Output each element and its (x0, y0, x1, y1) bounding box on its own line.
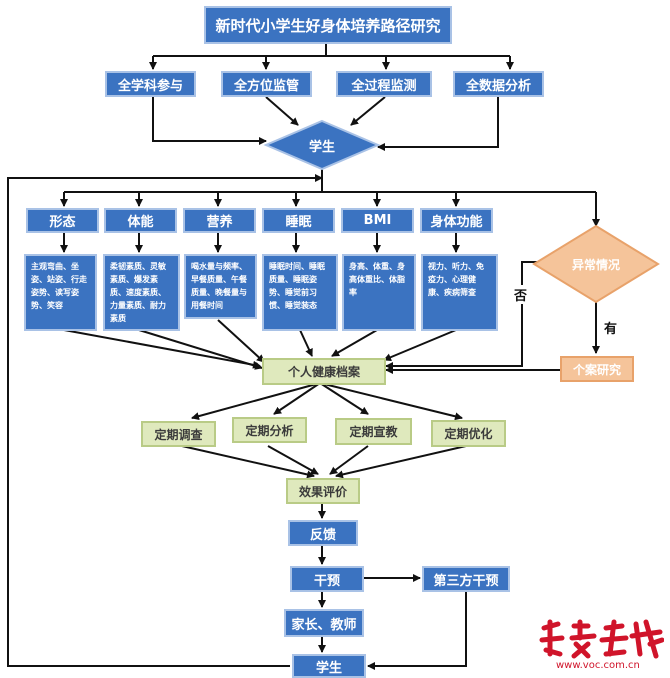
arrow-optimize-eval (335, 445, 467, 479)
arrow-detail3-archive (217, 319, 265, 363)
detail-function: 视力、听力、免疫力、心理健康、疾病筛查 (421, 254, 498, 331)
watermark-logo-graphic (539, 619, 665, 659)
detail-bmi: 身高、体重、身高体重比、体脂率 (342, 254, 416, 331)
periodic-analysis-label: 定期分析 (245, 423, 294, 438)
arrow-row1a-student (152, 97, 267, 145)
category-nutrition-label: 营养 (206, 215, 233, 230)
abnormal-diamond (532, 224, 660, 304)
arrow-archive-education (319, 382, 369, 415)
detail-nutrition: 喝水量与频率、早餐质量、午餐质量、晚餐量与用餐时间 (184, 254, 257, 319)
all-subject-box: 全学科参与 (105, 71, 196, 97)
arrow-archive-survey (191, 382, 321, 421)
parents-teachers-label: 家长、教师 (291, 617, 357, 633)
arrow-detail2-archive (138, 329, 263, 370)
all-data-box: 全数据分析 (453, 71, 544, 97)
parents-teachers-box: 家长、教师 (284, 609, 364, 637)
watermark-logo-image (536, 618, 665, 660)
archive-label: 个人健康档案 (287, 365, 360, 379)
periodic-education-label: 定期宣教 (349, 425, 398, 439)
category-sleep-label: 睡眠 (285, 215, 312, 230)
third-party-box: 第三方干预 (422, 566, 510, 592)
detail-morphology: 主观弯曲、坐姿、站姿、行走姿势、读写姿势、笑容 (24, 254, 97, 331)
title-box: 新时代小学生好身体培养路径研究 (204, 6, 452, 44)
feedback-box: 反馈 (288, 520, 358, 546)
all-subject-label: 全学科参与 (117, 78, 183, 94)
student-diamond (263, 119, 381, 171)
detail-sleep: 睡眠时间、睡眠质量、睡眠姿势、睡觉前习惯、睡觉装态 (262, 254, 338, 331)
arrow-loop-back (7, 174, 323, 667)
detail-morphology-text: 主观弯曲、坐姿、站姿、行走姿势、读写姿势、笑容 (31, 262, 87, 310)
arrow-archive-analysis (273, 382, 321, 415)
all-supervision-label: 全方位监管 (233, 78, 299, 94)
third-party-label: 第三方干预 (433, 573, 499, 589)
abnormal-diamond-label-box: 异常情况 (556, 253, 636, 275)
periodic-education: 定期宣教 (335, 418, 412, 445)
all-supervision-box: 全方位监管 (221, 71, 312, 97)
label-yes: 有 (604, 322, 618, 337)
all-data-label: 全数据分析 (465, 78, 531, 94)
category-function: 身体功能 (420, 208, 493, 233)
detail-fitness: 柔韧素质、灵敏素质、爆发素质、速度素质、力量素质、耐力素质 (103, 254, 180, 331)
all-process-label: 全过程监测 (351, 78, 417, 94)
intervention-box: 干预 (290, 566, 364, 592)
student-bottom-box: 学生 (292, 654, 366, 678)
abnormal-label: 异常情况 (571, 257, 620, 272)
category-morphology-label: 形态 (49, 215, 76, 230)
feedback-label: 反馈 (309, 527, 336, 543)
category-fitness: 体能 (104, 208, 177, 233)
periodic-survey: 定期调查 (141, 421, 216, 447)
category-morphology: 形态 (26, 208, 99, 233)
all-process-box: 全过程监测 (336, 71, 432, 97)
periodic-optimize-label: 定期优化 (444, 427, 493, 441)
evaluation-box: 效果评价 (286, 478, 360, 504)
arrow-archive-optimize (319, 382, 463, 421)
category-bmi-label: BMI (363, 213, 392, 228)
arrow-detail4-archive (299, 329, 313, 357)
periodic-optimize: 定期优化 (431, 420, 506, 447)
arrow-row1b-student (265, 96, 299, 126)
periodic-survey-label: 定期调查 (154, 427, 203, 442)
title-text: 新时代小学生好身体培养路径研究 (215, 16, 441, 35)
arrow-title-row1 (153, 44, 510, 57)
category-sleep: 睡眠 (262, 208, 335, 233)
watermark-url: www.voc.com.cn (556, 660, 640, 671)
arrow-student-down (64, 168, 596, 193)
detail-nutrition-text: 喝水量与频率、早餐质量、午餐质量、晚餐量与用餐时间 (191, 262, 247, 310)
detail-bmi-text: 身高、体重、身高体重比、体脂率 (349, 262, 405, 297)
connectors (7, 44, 600, 670)
arrow-detail6-archive (383, 329, 457, 361)
student-bottom-label: 学生 (315, 660, 342, 676)
category-function-label: 身体功能 (430, 215, 483, 230)
arrow-row1c-student (350, 96, 386, 126)
category-bmi: BMI (341, 208, 414, 233)
detail-sleep-text: 睡眠时间、睡眠质量、睡眠姿势、睡觉前习惯、睡觉装态 (269, 262, 325, 310)
arrow-survey-eval (181, 445, 315, 479)
student-diamond-label: 学生 (308, 139, 335, 155)
arrow-education-eval (329, 445, 369, 475)
detail-function-text: 视力、听力、免疫力、心理健康、疾病筛查 (428, 262, 484, 297)
label-no: 否 (514, 285, 528, 304)
arrow-detail1-archive (63, 329, 261, 369)
intervention-label: 干预 (313, 573, 340, 589)
arrow-detail5-archive (331, 329, 378, 357)
detail-fitness-text: 柔韧素质、灵敏素质、爆发素质、速度素质、力量素质、耐力素质 (110, 262, 166, 323)
student-diamond-label-box: 学生 (292, 134, 352, 156)
arrow-abnormal-no (385, 261, 546, 370)
category-fitness-label: 体能 (127, 215, 154, 230)
category-nutrition: 营养 (183, 208, 256, 233)
arrow-row1d-student (377, 97, 499, 151)
case-study-box: 个案研究 (560, 356, 634, 382)
periodic-analysis: 定期分析 (232, 417, 307, 443)
archive-box: 个人健康档案 (262, 358, 386, 385)
case-study-label: 个案研究 (572, 362, 621, 377)
arrow-third-student (367, 592, 467, 670)
arrow-analysis-eval (267, 445, 319, 475)
evaluation-label: 效果评价 (298, 484, 347, 499)
